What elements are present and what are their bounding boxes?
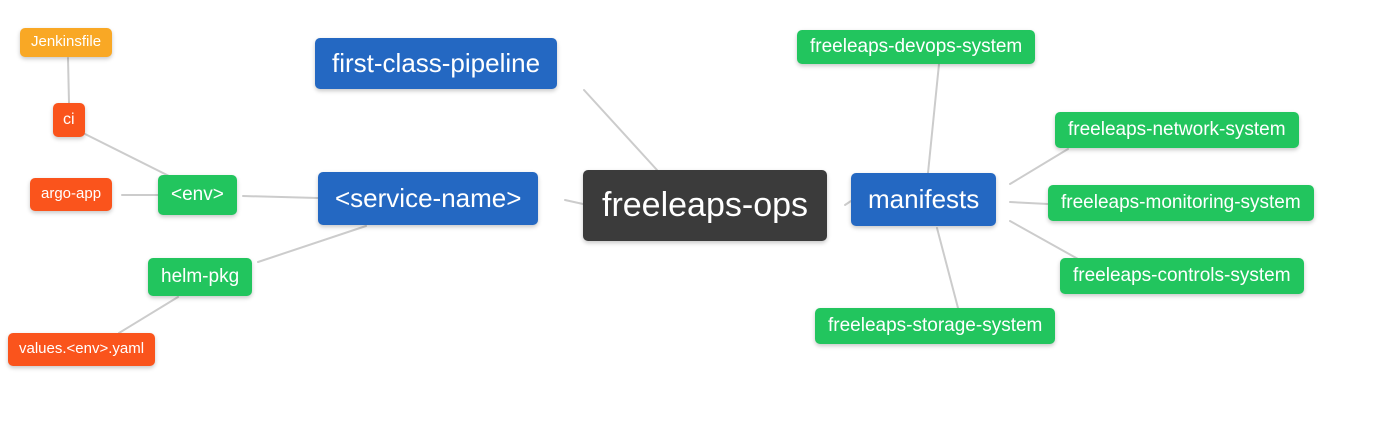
node-argo-app[interactable]: argo-app (30, 178, 113, 211)
edge-manifests-monitoring (1009, 201, 1049, 205)
edge-manifests-storage (936, 227, 959, 309)
node-helm-pkg[interactable]: helm-pkg (148, 258, 253, 296)
node-env[interactable]: <env> (158, 175, 237, 215)
node-values-env-yaml[interactable]: values.<env>.yaml (8, 333, 156, 366)
edge-jenkinsfile-ci (67, 57, 70, 104)
node-first-class-pipeline[interactable]: first-class-pipeline (315, 38, 558, 89)
edge-values-helmpkg (118, 296, 179, 334)
node-freeleaps-network-system[interactable]: freeleaps-network-system (1055, 112, 1299, 148)
edge-manifests-network (1009, 148, 1069, 185)
node-service-name[interactable]: <service-name> (318, 172, 539, 225)
node-freeleaps-monitoring-system[interactable]: freeleaps-monitoring-system (1048, 185, 1314, 221)
edge-servicename-ops (564, 199, 584, 205)
edge-pipeline-ops (583, 89, 658, 171)
node-freeleaps-storage-system[interactable]: freeleaps-storage-system (815, 308, 1056, 344)
node-jenkinsfile[interactable]: Jenkinsfile (20, 28, 113, 57)
node-manifests[interactable]: manifests (851, 173, 997, 226)
node-freeleaps-devops-system[interactable]: freeleaps-devops-system (797, 30, 1036, 64)
node-freeleaps-controls-system[interactable]: freeleaps-controls-system (1060, 258, 1304, 294)
edge-helmpkg-servicename (257, 225, 367, 263)
edge-ops-manifests (844, 200, 852, 206)
edge-manifests-devops (927, 63, 940, 174)
edge-ci-env (84, 133, 172, 178)
node-freeleaps-ops-root[interactable]: freeleaps-ops (583, 170, 828, 241)
edge-manifests-controls (1009, 220, 1079, 260)
edge-env-servicename (242, 195, 319, 199)
node-ci[interactable]: ci (53, 103, 85, 137)
